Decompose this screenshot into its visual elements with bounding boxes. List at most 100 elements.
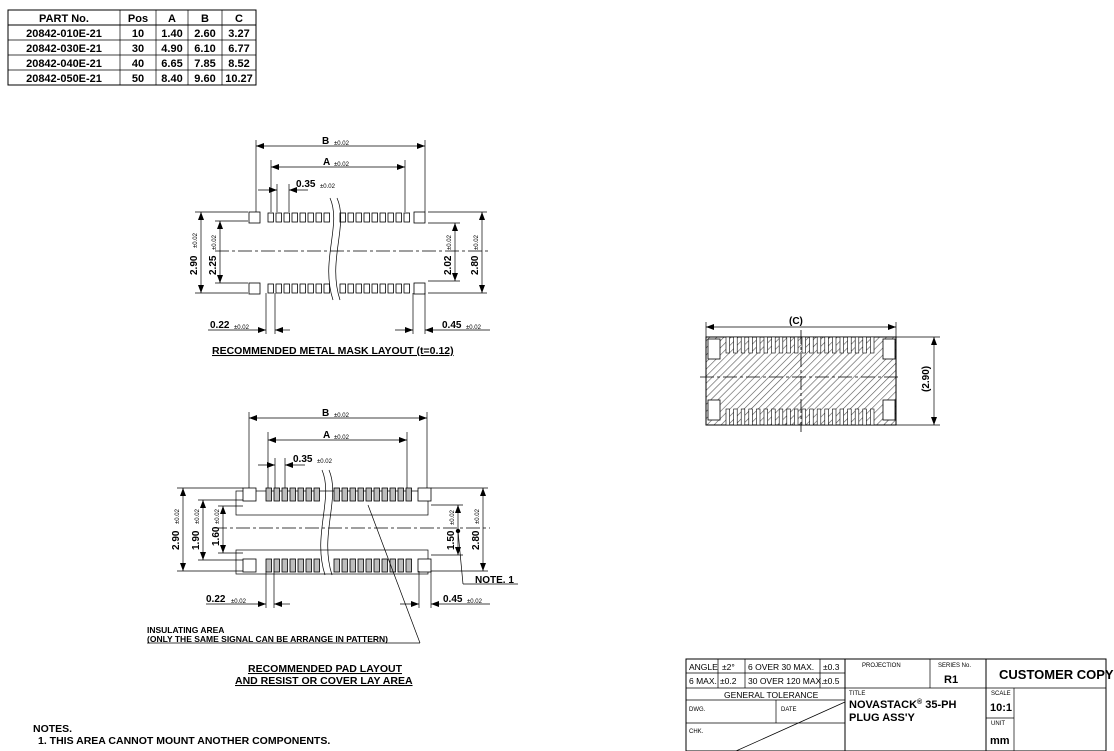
notes: NOTES. 1. THIS AREA CANNOT MOUNT ANOTHER… — [33, 723, 330, 747]
tb-over120: 30 OVER 120 MAX. — [748, 676, 824, 686]
connector-top-view: (C) (2.90) — [700, 315, 940, 432]
pad-signal-pad — [397, 558, 404, 573]
mask-h-right-inner: 2.02 — [443, 255, 454, 275]
pad-signal-pad — [305, 487, 312, 502]
table-cell: 10.27 — [225, 73, 253, 85]
connector-end-lug — [707, 338, 721, 360]
pad-h-right-inner-tol: ±0.02 — [450, 509, 456, 525]
pad-signal-pad — [265, 558, 272, 573]
connector-contact — [733, 336, 738, 354]
pad-h-mid: 1.90 — [191, 530, 202, 550]
mask-h-outer-tol: ±0.02 — [193, 232, 199, 248]
connector-contact — [748, 336, 753, 354]
connector-contact — [854, 408, 860, 426]
dim-c: (C) — [789, 316, 803, 327]
table-header-cell: B — [201, 13, 209, 25]
connector-contact — [763, 408, 768, 426]
table-cell: 40 — [132, 58, 144, 70]
mask-signal-pad — [315, 283, 322, 294]
connector-contact — [847, 408, 852, 426]
pad-end-pad — [417, 487, 432, 502]
mask-signal-pad — [395, 212, 402, 223]
mask-break-line-left — [328, 197, 334, 301]
tb-title-line1: NOVASTACK® 35-PH — [849, 698, 957, 711]
table-cell: 2.60 — [194, 28, 215, 40]
connector-contact — [824, 336, 829, 354]
mask-signal-pad — [395, 283, 402, 294]
connector-contact — [794, 408, 799, 426]
mask-end-pad — [248, 282, 261, 295]
pad-h-outer-tol: ±0.02 — [175, 508, 181, 524]
pad-h-right-inner: 1.50 — [446, 530, 457, 550]
mask-signal-pad — [315, 212, 322, 223]
mask-signal-pad — [363, 212, 370, 223]
pad-pad-w: 0.22 — [206, 594, 226, 605]
mask-signal-pad — [275, 283, 282, 294]
connector-end-lug — [882, 338, 896, 360]
pad-signal-pad — [365, 558, 372, 573]
mask-signal-pad — [299, 283, 306, 294]
pad-signal-pad — [289, 487, 296, 502]
pad-end-w-tol: ±0.02 — [467, 599, 483, 605]
mask-signal-pad — [403, 212, 410, 223]
connector-contact — [816, 408, 822, 426]
pad-signal-pad — [405, 558, 412, 573]
pad-end-w: 0.45 — [443, 594, 463, 605]
connector-contact — [870, 408, 875, 426]
connector-contact — [816, 336, 822, 354]
connector-contact — [763, 336, 768, 354]
mask-signal-pad — [339, 283, 346, 294]
connector-contact — [740, 408, 746, 426]
mask-signal-pad — [323, 212, 330, 223]
pad-end-pad — [242, 558, 257, 573]
mask-signal-pad — [323, 283, 330, 294]
connector-end-lug — [707, 399, 721, 421]
mask-pad-w-tol: ±0.02 — [234, 325, 250, 331]
pad-signal-pad — [341, 558, 348, 573]
pad-signal-pad — [365, 487, 372, 502]
connector-contact — [809, 336, 814, 354]
pad-signal-pad — [273, 558, 280, 573]
pad-dim-a-tol: ±0.02 — [334, 435, 350, 441]
table-cell: 20842-040E-21 — [26, 58, 102, 70]
mask-signal-pad — [355, 283, 362, 294]
connector-contact — [801, 336, 806, 354]
table-cell: 1.40 — [161, 28, 182, 40]
table-cell: 20842-050E-21 — [26, 73, 102, 85]
connector-contact — [786, 408, 791, 426]
table-cell: 3.27 — [228, 28, 249, 40]
mask-h-inner: 2.25 — [208, 255, 219, 275]
pad-pitch-tol: ±0.02 — [317, 459, 333, 465]
pad-signal-pad — [349, 558, 356, 573]
tb-title-label: TITLE — [849, 691, 865, 697]
insulating-area-note: (ONLY THE SAME SIGNAL CAN BE ARRANGE IN … — [147, 634, 388, 644]
tb-six-max: 6 MAX. — [689, 676, 717, 686]
table-cell: 8.52 — [228, 58, 249, 70]
pad-h-inner-tol: ±0.02 — [215, 508, 221, 524]
mask-signal-pad — [347, 283, 354, 294]
pad-signal-pad — [297, 487, 304, 502]
connector-contact — [809, 408, 814, 426]
connector-contact — [839, 336, 844, 354]
pad-break-line-left — [320, 469, 326, 576]
mask-signal-pad — [267, 283, 274, 294]
mask-h-right-inner-tol: ±0.02 — [447, 234, 453, 250]
tb-customer-copy: CUSTOMER COPY — [999, 667, 1114, 682]
mask-signal-pad — [355, 212, 362, 223]
pad-signal-pad — [373, 487, 380, 502]
insulating-area-label: INSULATING AREA — [147, 625, 224, 635]
connector-contact — [832, 408, 837, 426]
table-cell: 20842-030E-21 — [26, 43, 102, 55]
pad-signal-pad — [389, 487, 396, 502]
pad-signal-pad — [305, 558, 312, 573]
pad-h-inner: 1.60 — [211, 526, 222, 546]
pad-signal-pad — [357, 558, 364, 573]
mask-end-pad — [413, 211, 426, 224]
mask-signal-pad — [379, 283, 386, 294]
table-cell: 4.90 — [161, 43, 182, 55]
pad-signal-pad — [289, 558, 296, 573]
tb-over30: 6 OVER 30 MAX. — [748, 662, 814, 672]
connector-contact — [733, 408, 738, 426]
mask-signal-pad — [307, 212, 314, 223]
